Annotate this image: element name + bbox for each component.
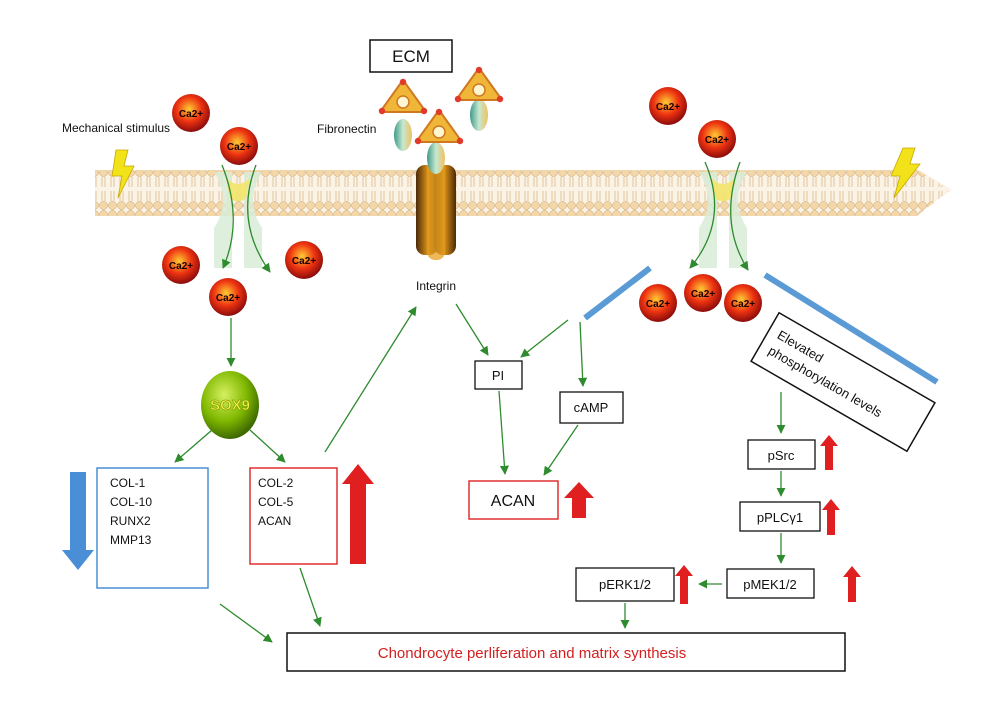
red-up-arrow-icon-psrc <box>820 435 838 470</box>
down-gene-3: RUNX2 <box>110 514 151 528</box>
svg-text:Ca2+: Ca2+ <box>179 109 203 120</box>
ca-influx-arrow-left-2 <box>247 164 271 273</box>
camp-label: cAMP <box>574 400 609 415</box>
ca-ion-3: Ca2+ <box>162 246 200 284</box>
svg-text:Ca2+: Ca2+ <box>646 299 670 310</box>
blue-down-arrow-icon <box>62 472 94 570</box>
arrow-integrin-to-pi <box>455 303 489 356</box>
blue-bar-left <box>583 265 652 321</box>
red-up-arrow-icon-pplcg1 <box>822 499 840 535</box>
fibronectin-molecule-2 <box>454 66 504 131</box>
pi-label: PI <box>492 368 504 383</box>
ca-ion-2: Ca2+ <box>220 127 258 165</box>
pplcg1-label: pPLCγ1 <box>757 510 803 525</box>
ion-channel-right <box>699 172 747 268</box>
arrow-down-to-outcome <box>219 603 273 643</box>
pi-box <box>474 360 523 390</box>
fibronectin-molecule-1 <box>378 78 428 151</box>
down-gene-1: COL-1 <box>110 476 146 490</box>
integrin-label: Integrin <box>416 279 456 293</box>
svg-text:Ca2+: Ca2+ <box>656 102 680 113</box>
svg-text:SOX9: SOX9 <box>210 397 250 414</box>
blue-bar-right <box>763 272 939 385</box>
svg-text:Ca2+: Ca2+ <box>216 293 240 304</box>
lightning-bolt-icon-left <box>111 149 135 199</box>
fibronectin-label: Fibronectin <box>317 122 376 136</box>
pmek-label: pMEK1/2 <box>743 577 796 592</box>
up-gene-3: ACAN <box>258 514 291 528</box>
svg-text:Ca2+: Ca2+ <box>731 299 755 310</box>
arrow-sox9-to-up <box>249 429 286 463</box>
svg-text:Ca2+: Ca2+ <box>705 135 729 146</box>
sox9-node: SOX9 <box>201 371 259 439</box>
arrow-bar-to-pi <box>520 319 569 358</box>
up-gene-2: COL-5 <box>258 495 294 509</box>
svg-text:Ca2+: Ca2+ <box>169 261 193 272</box>
psrc-label: pSrc <box>768 448 795 463</box>
ca-ion-1: Ca2+ <box>172 94 210 132</box>
svg-text:Ca2+: Ca2+ <box>292 256 316 267</box>
ca-ion-6: Ca2+ <box>649 87 687 125</box>
up-gene-1: COL-2 <box>258 476 294 490</box>
pplcg1-box <box>739 501 821 532</box>
arrow-up-to-outcome <box>299 567 322 627</box>
ca-ion-7: Ca2+ <box>698 120 736 158</box>
ecm-label: ECM <box>392 47 430 66</box>
pmek-box <box>726 568 815 599</box>
fibronectin-molecule-3 <box>414 108 464 145</box>
ca-ion-9: Ca2+ <box>684 274 722 312</box>
ca-influx-arrow-left-1 <box>221 164 234 269</box>
outcome-label: Chondrocyte perliferation and matrix syn… <box>378 645 686 662</box>
down-regulated-genes-box <box>96 467 209 589</box>
signaling-arrows <box>174 303 786 643</box>
down-gene-4: MMP13 <box>110 533 152 547</box>
arrow-sox9-to-down <box>174 429 213 463</box>
ca-ion-10: Ca2+ <box>724 284 762 322</box>
red-up-arrow-icon-acan <box>564 482 594 518</box>
integrin-receptor <box>416 142 456 260</box>
psrc-box <box>747 439 816 470</box>
arrow-pi-to-acan <box>498 390 509 475</box>
lightning-bolt-icon-right <box>890 147 921 199</box>
mechanical-stimulus-label: Mechanical stimulus <box>62 121 170 135</box>
svg-text:Ca2+: Ca2+ <box>227 142 251 153</box>
camp-box <box>559 391 624 424</box>
red-up-arrow-icon-perk <box>675 565 693 604</box>
arrow-bar-to-camp <box>578 321 588 387</box>
svg-text:Ca2+: Ca2+ <box>691 289 715 300</box>
elevated-phosphorylation-box: Elevated phosphorylation levels <box>750 311 936 453</box>
red-up-arrow-icon-pmek <box>843 566 861 602</box>
ca-ion-8: Ca2+ <box>639 284 677 322</box>
perk-box <box>575 567 675 602</box>
acan-label: ACAN <box>491 493 535 510</box>
red-up-arrow-icon-genes <box>342 464 374 564</box>
arrow-camp-to-acan <box>543 424 579 476</box>
arrow-up-to-integrin <box>324 306 417 453</box>
down-gene-2: COL-10 <box>110 495 152 509</box>
ecm-box <box>369 39 453 73</box>
outcome-box <box>286 632 846 672</box>
ion-channel-left <box>214 172 262 268</box>
acan-box <box>468 480 559 520</box>
ca-influx-arrow-right-1 <box>689 161 716 269</box>
ca-ion-4: Ca2+ <box>285 241 323 279</box>
perk-label: pERK1/2 <box>599 577 651 592</box>
ca-ion-5: Ca2+ <box>209 278 247 316</box>
ca-influx-arrow-right-2 <box>730 161 749 271</box>
up-regulated-genes-box <box>249 467 338 565</box>
